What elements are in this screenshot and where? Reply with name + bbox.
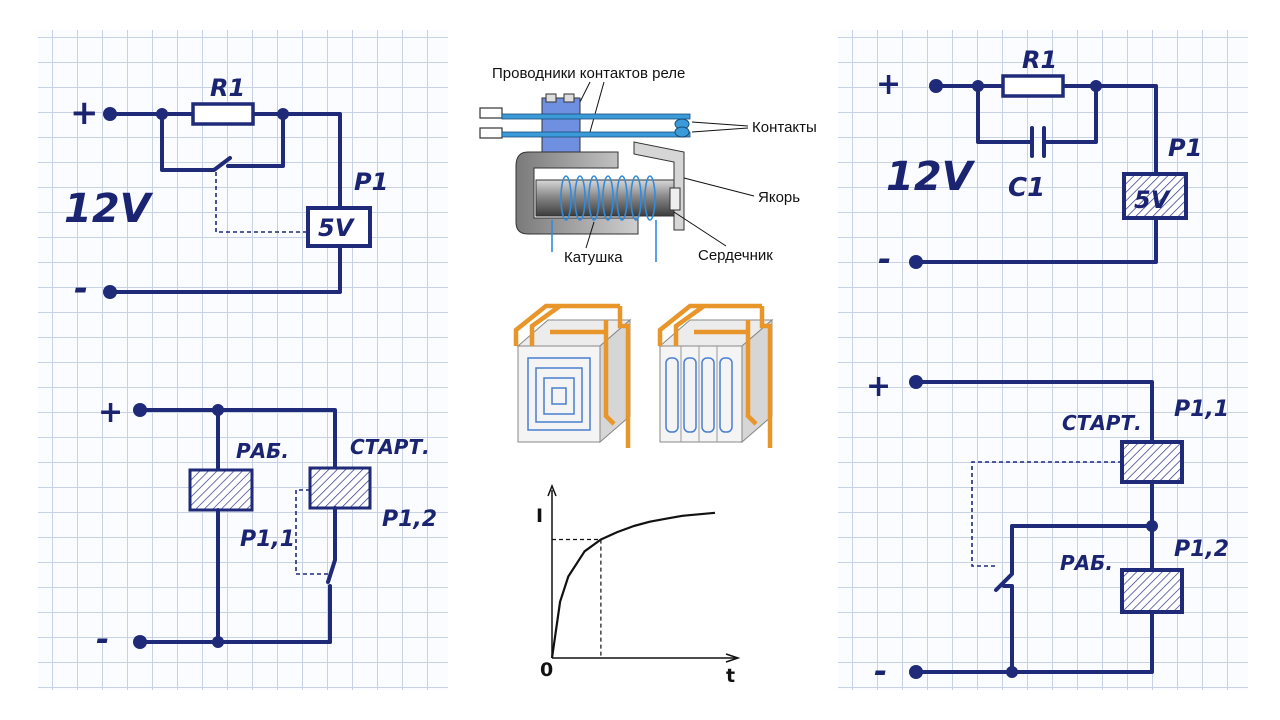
solid-core [513, 303, 632, 448]
current-curve [550, 511, 716, 659]
switch-bypass [160, 112, 232, 172]
minus-terminal [133, 635, 147, 649]
label-core: Сердечник [698, 247, 773, 264]
work-label: РАБ. [1060, 551, 1113, 575]
start-label: СТАРТ. [350, 435, 430, 459]
chart-svg: I t 0 [536, 483, 741, 687]
plus-terminal-label: + [98, 395, 123, 430]
wire [914, 380, 1154, 444]
circuit-4: + СТАРТ. P1,1 P1,2 РАБ. - [866, 369, 1229, 690]
wire [976, 84, 1098, 144]
terminal [479, 127, 503, 139]
right-schematics: + R1 C1 12V P1 5V - + СТАРТ. P1,1 [866, 46, 1229, 690]
wire [226, 112, 285, 168]
pointer-line [691, 127, 749, 133]
relay-construction: Проводники контактов реле Контакты Якорь [468, 52, 848, 272]
switch-start [994, 524, 1154, 674]
label-contacts: Контакты [752, 119, 817, 136]
mechanical-link [295, 489, 328, 575]
minus-terminal-label: - [874, 652, 887, 690]
minus-terminal-label: - [74, 269, 88, 309]
minus-terminal-label: - [96, 620, 109, 658]
relay-coil-start [308, 466, 372, 510]
p12-label: P1,2 [1174, 537, 1229, 562]
relay-rating: 5V [318, 214, 356, 242]
label-coil: Катушка [564, 249, 623, 266]
cores-drawing [513, 303, 774, 448]
core-illustrations [510, 296, 810, 456]
yoke [515, 151, 639, 235]
wire [108, 244, 342, 294]
relay-p1-coil [306, 206, 372, 248]
circuit-3: + R1 C1 12V P1 5V - [876, 46, 1202, 278]
relay-drawing: Проводники контактов реле Контакты Якорь [479, 65, 817, 266]
p12-label: P1,2 [382, 507, 437, 532]
p11-label: P1,1 [1174, 397, 1229, 422]
relay-p1-label: P1 [354, 168, 388, 196]
resistor-r1 [1001, 74, 1065, 98]
switch-start [326, 506, 337, 644]
coil-windings [551, 175, 657, 262]
minus-terminal [909, 255, 923, 269]
junction [1006, 666, 1018, 678]
marker-guide [552, 538, 602, 658]
right-panel: + R1 C1 12V P1 5V - + СТАРТ. P1,1 [838, 30, 1248, 690]
relay-coil-start [1120, 440, 1184, 484]
pointer-line [683, 177, 755, 197]
wire [914, 216, 1158, 264]
work-label: РАБ. [236, 439, 289, 463]
minus-terminal [909, 665, 923, 679]
junction [212, 636, 224, 648]
pointer-line [673, 211, 727, 247]
left-schematics: + R1 5V P1 - 12V + [64, 74, 437, 658]
circuit-2: + РАБ. P1,1 СТАРТ. P1,2 - [96, 395, 437, 658]
relay-coil-work [188, 468, 254, 512]
rivet [545, 93, 557, 103]
left-panel: + R1 5V P1 - 12V + [38, 30, 448, 690]
relay-coil-work [1120, 568, 1184, 614]
wire [138, 408, 337, 470]
c1-label: C1 [1008, 173, 1045, 203]
relay-rating: 5V [1134, 186, 1172, 214]
circuit-1: + R1 5V P1 - 12V [64, 74, 388, 309]
core [535, 179, 675, 217]
mechanical-link [971, 461, 1122, 567]
contact-point [674, 126, 690, 138]
label-contact-conductors: Проводники контактов реле [492, 65, 685, 82]
relay-p1-label: P1 [1168, 134, 1202, 162]
core-cap [669, 187, 681, 211]
mechanical-link [215, 172, 308, 233]
wire [914, 610, 1154, 674]
wire [160, 112, 342, 210]
contact-strip-upper [501, 113, 691, 120]
r1-label: R1 [210, 74, 245, 102]
x-axis-label: t [726, 665, 735, 687]
p11-label: P1,1 [240, 527, 295, 552]
start-label: СТАРТ. [1062, 411, 1142, 435]
voltage-label: 12V [64, 186, 154, 232]
plus-terminal-label: + [876, 67, 901, 102]
resistor-r1 [191, 102, 255, 126]
insulator-block [541, 97, 581, 155]
minus-terminal-label: - [878, 240, 891, 278]
rivet [563, 93, 575, 103]
voltage-label: 12V [886, 154, 976, 200]
r1-label: R1 [1022, 46, 1057, 74]
x-axis-arrow [725, 653, 741, 663]
capacitor-c1 [1030, 126, 1046, 158]
y-axis-label: I [536, 505, 543, 527]
terminal [479, 107, 503, 119]
minus-terminal [103, 285, 117, 299]
plus-terminal-label: + [70, 93, 99, 133]
laminated-core [657, 303, 774, 448]
contact-strip-lower [501, 131, 691, 138]
label-armature: Якорь [758, 189, 800, 206]
y-axis-arrow [547, 483, 557, 497]
pointer-line [589, 81, 605, 133]
origin-label: 0 [540, 659, 553, 681]
plus-terminal-label: + [866, 369, 891, 404]
pointer-line [691, 121, 749, 127]
pointer-line [585, 221, 595, 249]
current-graph: I t 0 [530, 476, 750, 690]
